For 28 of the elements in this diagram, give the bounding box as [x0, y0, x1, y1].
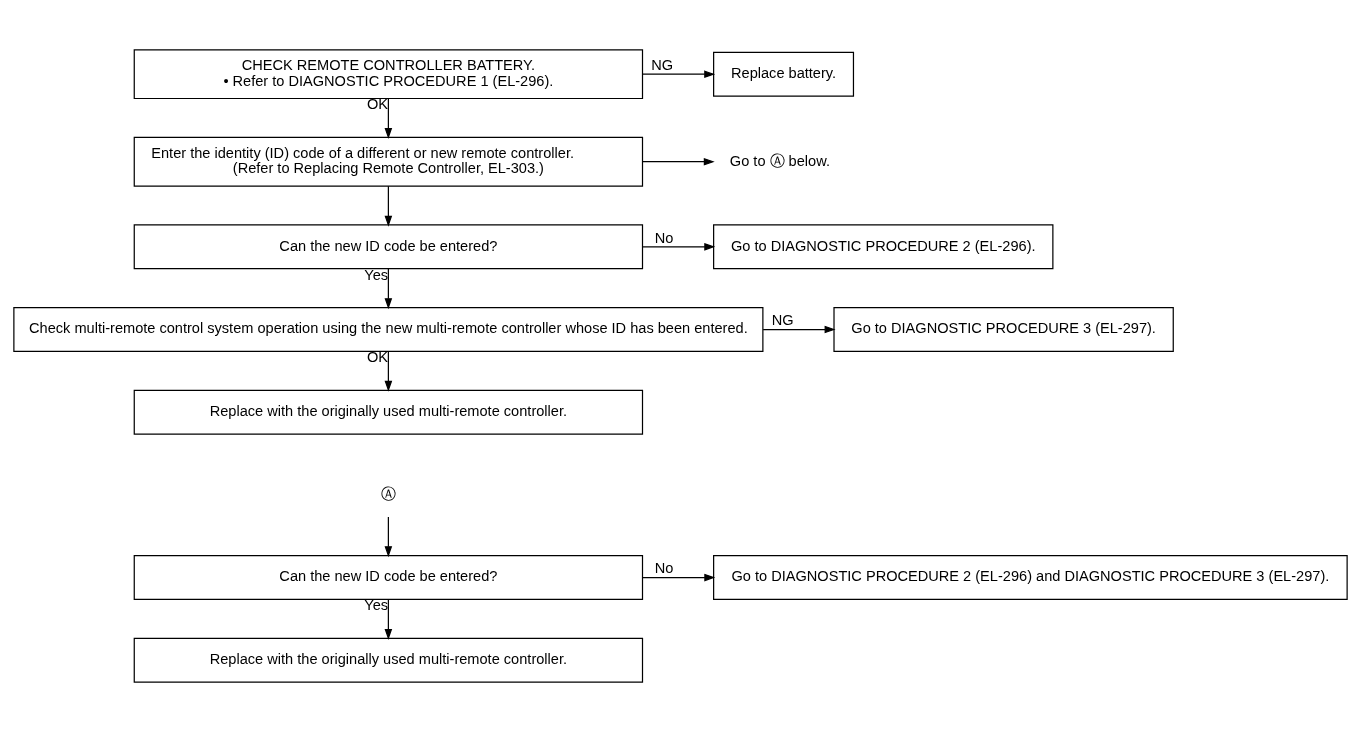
- node-box: Replace with the originally used multi-remote controller.: [133, 389, 644, 435]
- node-box: Replace battery.: [713, 51, 855, 97]
- edge-label: NG: [651, 57, 674, 74]
- node-text: Go to Ⓐ below.: [729, 152, 830, 169]
- arrow: [384, 516, 393, 558]
- node-box: Go to DIAGNOSTIC PROCEDURE 2 (EL-296).: [713, 224, 1054, 270]
- arrow: [641, 70, 716, 78]
- node-box: Go to DIAGNOSTIC PROCEDURE 2 (EL-296) and DIAGNOSTIC PROCEDURE 3 (EL-297).: [713, 555, 1348, 601]
- node-box: Can the new ID code be entered?: [133, 224, 644, 270]
- node-text: Ⓐ: [380, 485, 396, 502]
- arrow: [642, 243, 716, 251]
- node-box: Enter the identity (ID) code of a different or new remote controller. (Refer to Replacing Remote Controller, EL-303.): [133, 136, 644, 187]
- edge-label: No: [654, 229, 674, 246]
- node-box: Can the new ID code be entered?: [133, 555, 644, 601]
- arrow: [384, 97, 393, 139]
- arrow: [384, 268, 393, 310]
- arrow: [641, 573, 716, 582]
- edge-label: No: [654, 560, 674, 577]
- arrow: [384, 599, 393, 640]
- node-box: Replace with the originally used multi-remote controller.: [133, 637, 644, 683]
- node-box: CHECK REMOTE CONTROLLER BATTERY. • Refer to DIAGNOSTIC PROCEDURE 1 (EL-296).: [133, 49, 644, 100]
- arrow: [762, 325, 836, 334]
- edge-label: NG: [771, 312, 794, 329]
- node-box: Go to DIAGNOSTIC PROCEDURE 3 (EL-297).: [833, 307, 1174, 353]
- arrow: [384, 351, 393, 392]
- arrow: [642, 157, 715, 166]
- node-box: Check multi-remote control system operation using the new multi-remote controller whose ID has been entered.: [13, 307, 764, 353]
- arrow: [384, 185, 393, 227]
